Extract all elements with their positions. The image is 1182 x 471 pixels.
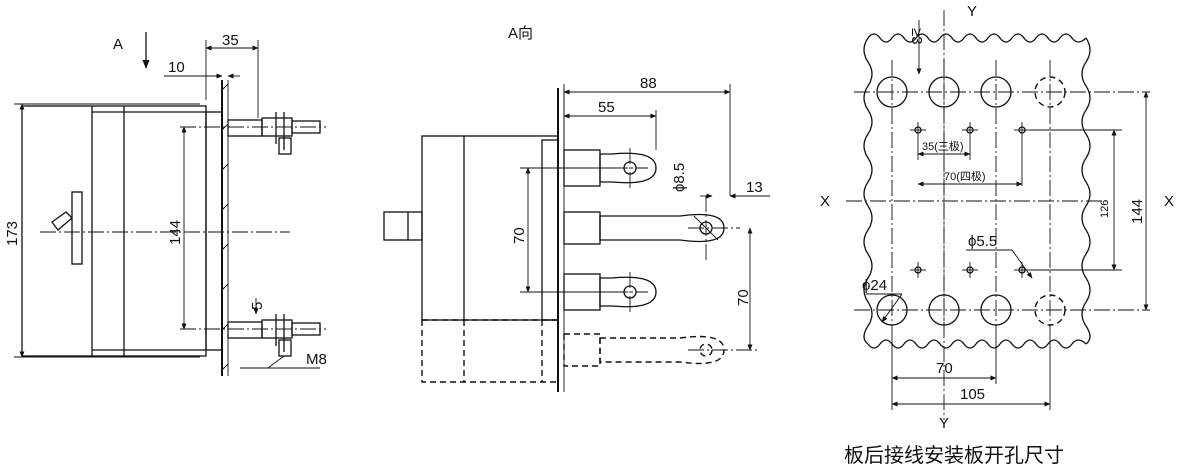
dim-phi-24: ϕ24 — [862, 277, 887, 294]
axis-x-left-label: X — [820, 193, 830, 210]
dim-173: 173 — [4, 221, 21, 246]
dim-88: 88 — [640, 75, 657, 92]
dim-m8: M8 — [306, 351, 327, 368]
side-view: A — [4, 32, 327, 376]
dim-10: 10 — [168, 59, 185, 76]
dim-35: 35 — [222, 32, 239, 49]
dim-144: 144 — [167, 220, 184, 245]
lower-terminal — [180, 314, 326, 357]
panel-cutout-caption: 板后接线安装板开孔尺寸 — [844, 443, 1064, 467]
terminal-4 — [563, 333, 760, 367]
panel-break-left — [863, 37, 873, 345]
view-arrow-label: A — [113, 36, 123, 53]
panel-break-bottom — [867, 339, 1087, 349]
dim-min-3: ≥3 — [908, 28, 925, 45]
dim-70-bottom: 70 — [936, 360, 953, 377]
terminal-2 — [563, 196, 740, 262]
dim-70-a: 70 — [511, 227, 528, 244]
dim-13: 13 — [746, 179, 763, 196]
dim-phi-5-5: ϕ5.5 — [968, 233, 997, 250]
mounting-holes — [910, 122, 1030, 278]
operating-handle — [51, 211, 73, 231]
axis-y-bottom-label: Y — [939, 415, 949, 432]
upper-terminal — [180, 112, 326, 155]
panel-cutout-view: Y Y X X ≥3 35(三极) 70(四极) 126 144 ϕ5.5 ϕ2… — [820, 3, 1174, 467]
dim-105: 105 — [960, 386, 985, 403]
dim-5: 5 — [249, 302, 266, 310]
dim-phi-8-5: ϕ8.5 — [671, 163, 688, 192]
panel-break-top — [867, 33, 1087, 43]
handle-shaft — [383, 211, 423, 241]
axis-x-right-label: X — [1164, 193, 1174, 210]
dim-55: 55 — [598, 99, 615, 116]
dim-70-b: 70 — [735, 289, 752, 306]
view-a-title: A向 — [508, 25, 533, 42]
view-a: A向 — [383, 25, 770, 392]
dim-144-right: 144 — [1129, 199, 1146, 224]
body-fourth-pole — [421, 319, 559, 383]
panel-break-right — [1081, 37, 1091, 345]
dim-70-four-pole: 70(四极) — [944, 169, 986, 183]
dim-126: 126 — [1099, 200, 1111, 218]
dim-35-three-pole: 35(三极) — [922, 139, 964, 153]
handle-base — [71, 191, 83, 265]
axis-y-top-label: Y — [967, 3, 977, 20]
